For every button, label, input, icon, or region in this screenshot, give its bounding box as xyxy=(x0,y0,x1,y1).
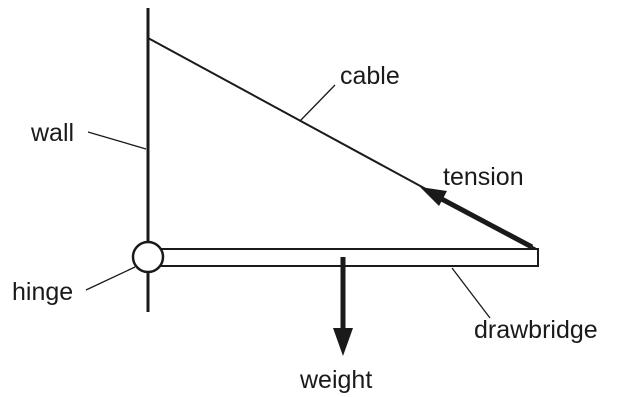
cable-label: cable xyxy=(340,62,400,90)
hinge-circle xyxy=(131,240,165,274)
drawbridge-leader-line xyxy=(451,267,491,319)
hinge-leader-line xyxy=(85,266,136,291)
hinge-label: hinge xyxy=(12,278,73,306)
tension-label: tension xyxy=(443,163,524,191)
wall-leader-line xyxy=(87,131,147,150)
cable-leader-line xyxy=(299,84,336,122)
weight-label: weight xyxy=(299,366,372,394)
tension-arrowhead xyxy=(420,187,447,206)
drawbridge-label: drawbridge xyxy=(474,316,598,344)
tension-arrow xyxy=(434,193,534,250)
wall-label: wall xyxy=(30,119,74,147)
weight-arrowhead xyxy=(333,328,353,356)
